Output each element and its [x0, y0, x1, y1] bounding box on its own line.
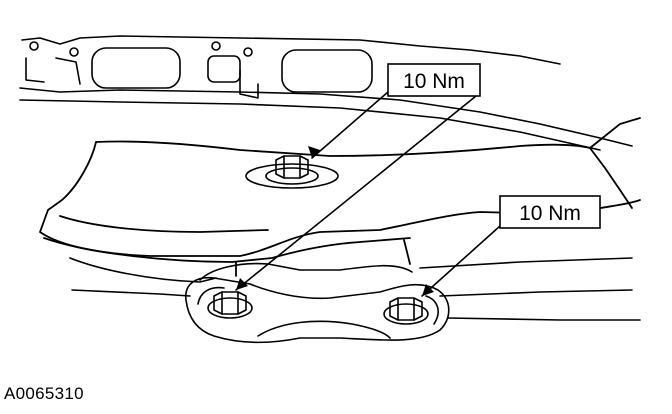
- torque-label: 10 Nm: [519, 202, 581, 225]
- torque-callout-upper: 10 Nm: [387, 63, 481, 97]
- leader-line: [311, 91, 389, 159]
- exhaust-port: [207, 55, 241, 83]
- arrow-head: [422, 284, 434, 296]
- torque-label: 10 Nm: [403, 70, 465, 93]
- cylinder-head: [19, 35, 633, 151]
- stud-hole: [29, 41, 39, 51]
- exhaust-port: [281, 49, 373, 93]
- arrow-head: [308, 146, 320, 158]
- exhaust-port: [91, 47, 181, 89]
- leader-lines: [235, 91, 501, 297]
- leader-line: [421, 225, 501, 297]
- leader-line: [235, 95, 477, 291]
- bolt-flange-right: [383, 297, 429, 325]
- bolt-flange-left: [207, 291, 253, 319]
- arrow-head: [236, 278, 248, 290]
- stud-hole: [211, 41, 221, 51]
- stud-hole: [243, 47, 253, 57]
- arrow-heads: [236, 146, 434, 296]
- torque-callout-lower: 10 Nm: [499, 195, 601, 229]
- figure-id-label: A0065310: [4, 384, 84, 403]
- flange: [185, 276, 450, 344]
- bolt-heat-shield: [245, 155, 339, 189]
- exhaust-pipe-flange: [69, 257, 641, 344]
- stud-hole: [69, 47, 79, 57]
